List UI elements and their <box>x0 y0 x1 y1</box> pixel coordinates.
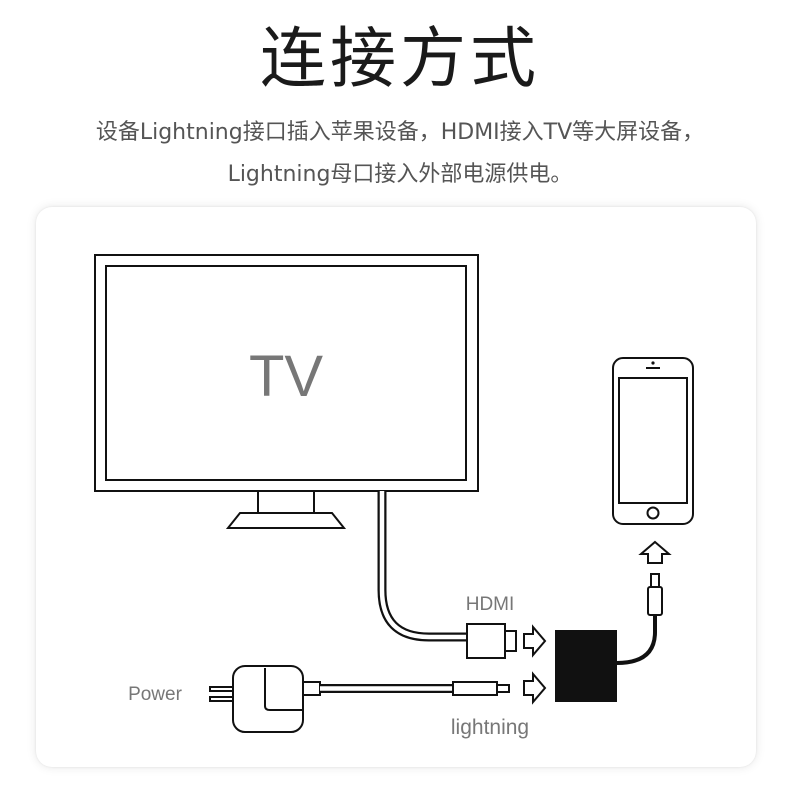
hdmi-label: HDMI <box>466 594 515 615</box>
page-title: 连接方式 <box>260 20 540 97</box>
up-arrow-icon <box>638 540 672 564</box>
hdmi-cable <box>377 491 467 642</box>
hdmi-arrow-icon <box>523 624 547 658</box>
lightning-connector-icon <box>452 681 510 696</box>
adapter-icon <box>555 630 617 702</box>
adapter-cable <box>616 616 657 665</box>
tv-label: TV <box>249 344 323 409</box>
power-adapter-icon <box>209 665 304 733</box>
lightning-plug-icon <box>647 573 663 616</box>
subtitle-line-2: Lightning母口接入外部电源供电。 <box>227 162 573 187</box>
lightning-label: lightning <box>451 716 529 739</box>
phone-icon <box>612 357 694 525</box>
power-label: Power <box>128 684 183 705</box>
tv-icon <box>94 254 479 529</box>
subtitle-line-1: 设备Lightning接口插入苹果设备，HDMI接入TV等大屏设备， <box>95 120 705 145</box>
hdmi-plug-icon <box>466 623 517 659</box>
lightning-arrow-icon <box>523 671 547 705</box>
